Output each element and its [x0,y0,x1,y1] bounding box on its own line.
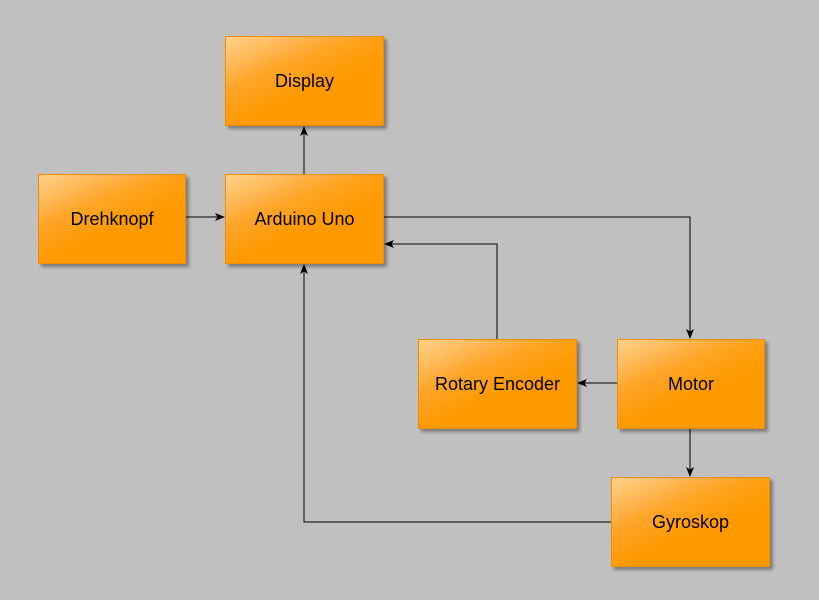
gyroskop-label: Gyroskop [651,511,730,532]
arduino-uno-label: Arduino Uno [254,208,355,229]
motor-label: Motor [667,373,714,394]
gyroskop-node: Gyroskop [611,477,770,567]
motor-node: Motor [617,339,765,429]
arduino-uno-node: Arduino Uno [225,174,384,264]
drehknopf-node: Drehknopf [38,174,186,264]
rotary-encoder-label: Rotary Encoder [434,373,561,394]
drehknopf-label: Drehknopf [70,208,154,229]
rotary-encoder-node: Rotary Encoder [418,339,577,429]
edge-arduino-to-motor [384,216,694,339]
edge-gyroskop-to-arduino [300,264,611,523]
display-label: Display [274,70,335,91]
edge-rotary-encoder-to-arduino [384,240,498,339]
display-node: Display [225,36,384,126]
